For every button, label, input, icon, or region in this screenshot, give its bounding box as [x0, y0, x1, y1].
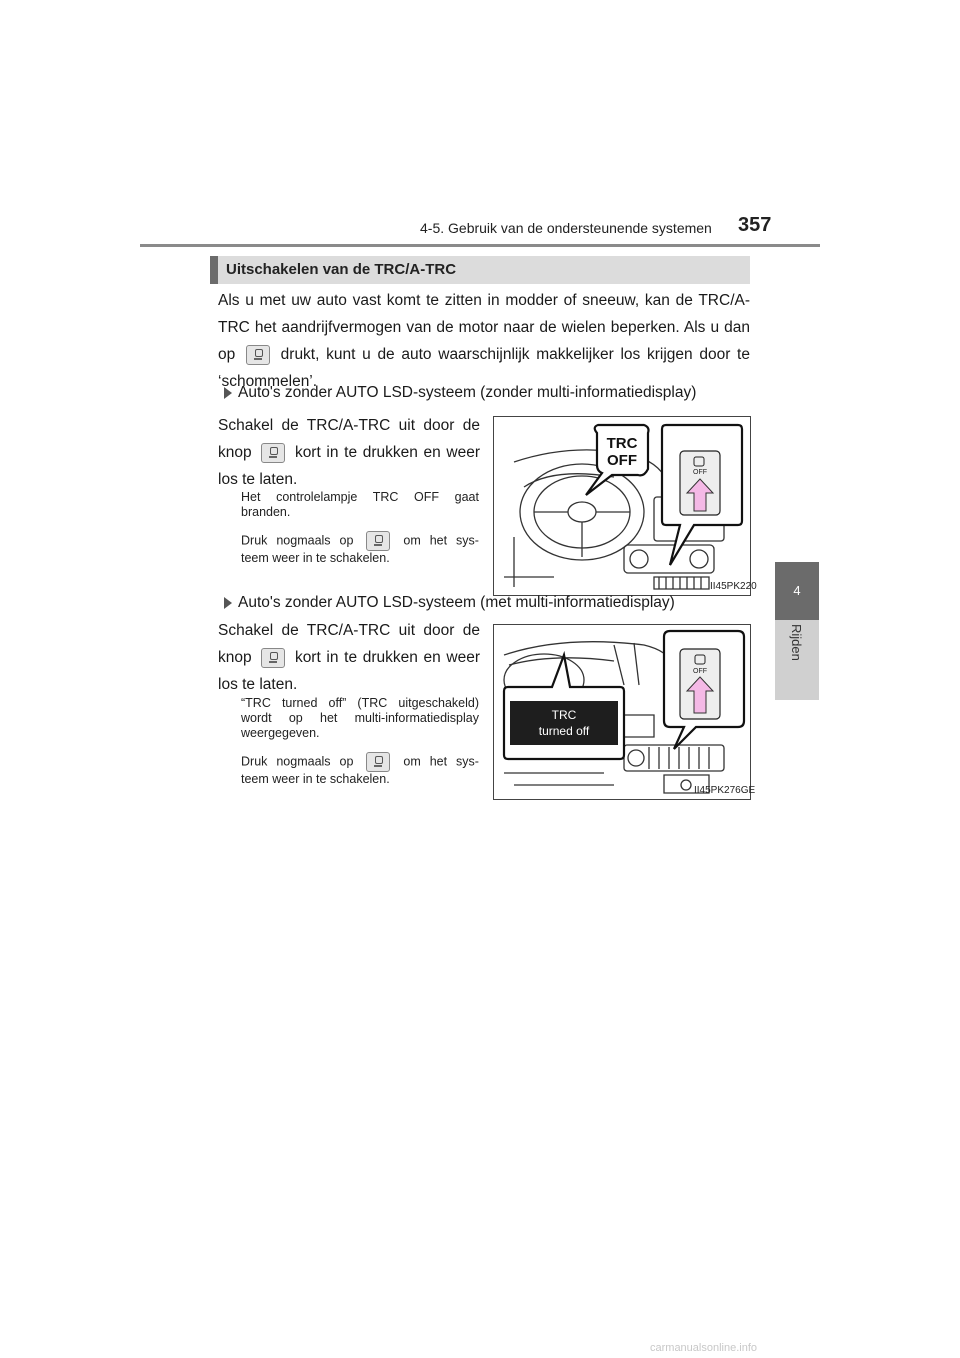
section-heading-marker	[210, 256, 218, 284]
case2-figure: TRC turned off OFF II45PK276GE	[493, 624, 755, 800]
button-off-label: OFF	[693, 469, 707, 476]
trc-off-button-icon	[261, 442, 286, 463]
dashboard-illustration-1: TRC OFF OFF	[504, 423, 744, 590]
note-text: om het sys-	[403, 754, 479, 769]
case1-line: knop kort in te drukken en weer	[218, 439, 480, 466]
trc-off-button-icon	[366, 531, 391, 551]
case1-text: knop	[218, 444, 252, 461]
note-line: weergegeven.	[241, 726, 320, 740]
callout-trc: TRC	[607, 435, 638, 452]
bullet-triangle-icon	[224, 596, 232, 609]
case2-line: knop kort in te drukken en weer	[218, 644, 480, 671]
case1-heading: Auto's zonder AUTO LSD-systeem (zonder m…	[224, 384, 696, 402]
intro-line: ‘schommelen’.	[218, 373, 318, 390]
case1-line: los te laten.	[218, 471, 298, 488]
case2-text: kort in te drukken en weer	[294, 649, 480, 666]
note-text: om het sys-	[403, 533, 479, 548]
case1-heading-text: Auto's zonder AUTO LSD-systeem (zonder m…	[238, 384, 697, 401]
intro-line: Als u met uw auto vast komt te zitten in…	[218, 292, 750, 309]
figure-code: II45PK220	[710, 581, 757, 592]
case2-line: los te laten.	[218, 676, 298, 693]
case1-line: Schakel de TRC/A-TRC uit door de	[218, 417, 480, 434]
note-text: Druk nogmaals op	[241, 533, 354, 548]
multi-info-display	[510, 701, 618, 745]
case1-note1: Het controlelampje TRC OFF gaat branden.	[241, 490, 479, 520]
case1-instruction: Schakel de TRC/A-TRC uit door de knop ko…	[218, 412, 480, 493]
note-line: “TRC turned off” (TRC uitgeschakeld)	[241, 696, 479, 710]
press-arrow-icon	[685, 676, 715, 714]
callout-off: OFF	[607, 452, 637, 469]
press-arrow-icon	[685, 478, 715, 512]
case2-heading: Auto's zonder AUTO LSD-systeem (met mult…	[224, 594, 675, 612]
case1-text: kort in te drukken en weer	[294, 444, 480, 461]
case2-heading-text: Auto's zonder AUTO LSD-systeem (met mult…	[238, 594, 675, 611]
case1-note2: Druk nogmaals op om het sys- teem weer i…	[241, 531, 479, 566]
button-off-label: OFF	[693, 668, 707, 675]
intro-paragraph: Als u met uw auto vast komt te zitten in…	[218, 287, 750, 395]
display-turned-off: turned off	[539, 724, 590, 738]
header-section-title: 4-5. Gebruik van de ondersteunende syste…	[420, 220, 712, 236]
page-number: 357	[738, 214, 772, 236]
bullet-triangle-icon	[224, 386, 232, 399]
display-trc: TRC	[552, 708, 577, 722]
note-line: Druk nogmaals op om het sys-	[241, 531, 479, 551]
dashboard-illustration-2: TRC turned off OFF	[502, 629, 746, 794]
case2-instruction: Schakel de TRC/A-TRC uit door de knop ko…	[218, 617, 480, 698]
note-line: teem weer in te schakelen.	[241, 551, 390, 565]
intro-line: op drukt, kunt u de auto waarschijnlijk …	[218, 341, 750, 368]
note-line: teem weer in te schakelen.	[241, 772, 390, 786]
figure-code: II45PK276GE	[694, 785, 756, 796]
case1-figure: TRC OFF OFF II45PK220	[493, 416, 757, 596]
trc-off-button-icon	[366, 752, 391, 772]
section-heading: Uitschakelen van de TRC/A-TRC	[210, 256, 750, 284]
case2-text: knop	[218, 649, 252, 666]
chapter-tab-bar	[775, 620, 819, 700]
trc-off-button-icon	[245, 344, 270, 365]
trc-off-button-icon	[261, 647, 286, 668]
note-line: Het controlelampje TRC OFF gaat	[241, 490, 479, 504]
note-text: Druk nogmaals op	[241, 754, 354, 769]
watermark: carmanualsonline.info	[650, 1342, 758, 1354]
case2-note2: Druk nogmaals op om het sys- teem weer i…	[241, 752, 479, 787]
intro-text: drukt, kunt u de auto waarschijnlijk mak…	[280, 346, 750, 363]
intro-text: op	[218, 346, 236, 363]
note-line: Druk nogmaals op om het sys-	[241, 752, 479, 772]
section-heading-text: Uitschakelen van de TRC/A-TRC	[226, 261, 457, 278]
chapter-label: Rijden	[789, 624, 804, 661]
note-line: branden.	[241, 505, 291, 519]
case2-note1: “TRC turned off” (TRC uitgeschakeld) wor…	[241, 696, 479, 741]
intro-line: TRC het aandrijfvermogen van de motor na…	[218, 319, 750, 336]
note-line: wordt op het multi-informatiedisplay	[241, 711, 479, 725]
chapter-number: 4	[775, 562, 819, 620]
header-divider	[140, 244, 820, 247]
case2-line: Schakel de TRC/A-TRC uit door de	[218, 622, 480, 639]
